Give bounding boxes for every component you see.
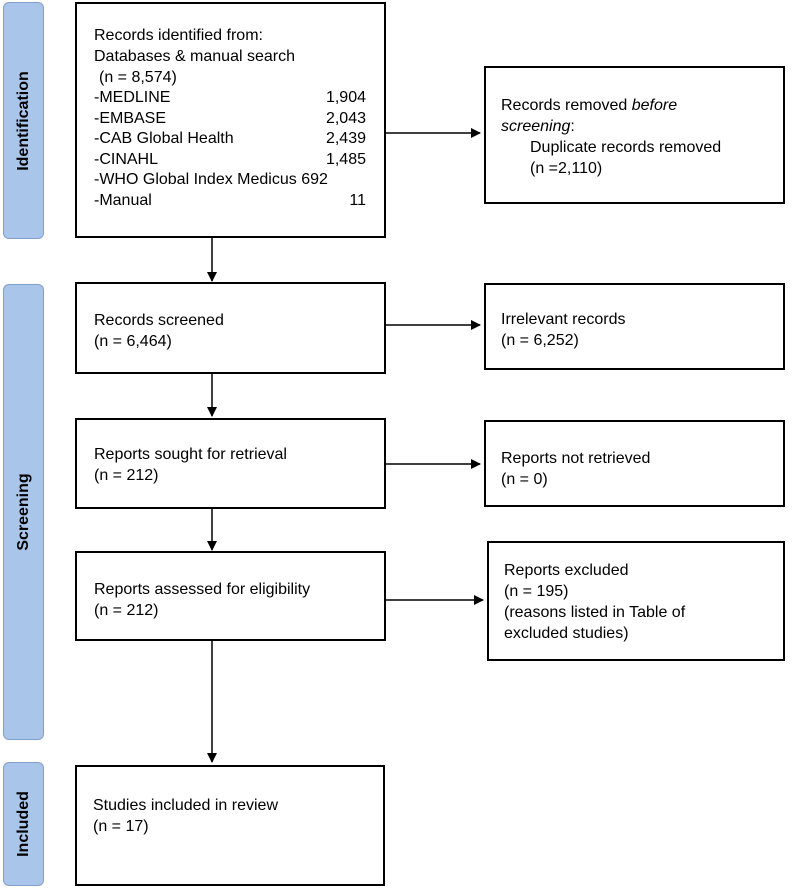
excluded-count: (n = 195) [504, 583, 569, 600]
source-count: 1,485 [325, 150, 366, 168]
source-name: -MEDLINE [94, 89, 171, 106]
records-identified-box: Records identified from: Databases & man… [75, 2, 386, 238]
removed-count: (n =2,110) [530, 160, 603, 177]
screened-count: (n = 6,464) [94, 333, 172, 350]
source-row: -Manual 11 [94, 191, 366, 212]
irrelevant-count: (n = 6,252) [501, 332, 579, 349]
removed-duplicates-label: Duplicate records removed [530, 139, 722, 156]
identified-heading: Records identified from: [94, 27, 263, 44]
reports-excluded-box: Reports excluded (n = 195) (reasons list… [487, 541, 785, 661]
identified-total: (n = 8,574) [99, 69, 177, 86]
included-label: Studies included in review [93, 797, 278, 814]
source-name: -WHO Global Index Medicus 692 [94, 171, 328, 189]
phase-bar-included: Included [3, 762, 44, 886]
source-row: -EMBASE 2,043 [94, 109, 366, 130]
source-count: 1,904 [325, 89, 366, 106]
assessed-count: (n = 212) [94, 602, 159, 619]
reports-sought-box: Reports sought for retrieval (n = 212) [75, 418, 386, 509]
records-removed-box: Records removed before screening: Duplic… [484, 66, 785, 204]
source-row: -WHO Global Index Medicus 692 [94, 170, 366, 191]
source-name: -CINAHL [94, 150, 159, 168]
not-retrieved-count: (n = 0) [501, 471, 548, 488]
sought-count: (n = 212) [94, 467, 159, 484]
irrelevant-label: Irrelevant records [501, 311, 626, 328]
source-row: -MEDLINE 1,904 [94, 88, 366, 109]
source-name: -CAB Global Health [94, 130, 234, 148]
excluded-reasons: (reasons listed in Table of [504, 604, 686, 621]
assessed-label: Reports assessed for eligibility [94, 581, 311, 598]
source-count: 692 [301, 171, 328, 189]
identified-subheading: Databases & manual search [94, 48, 295, 65]
reports-assessed-box: Reports assessed for eligibility (n = 21… [75, 551, 386, 641]
source-name: -EMBASE [94, 109, 167, 127]
source-row: -CAB Global Health 2,439 [94, 129, 366, 150]
source-name: -Manual [94, 191, 152, 209]
irrelevant-records-box: Irrelevant records (n = 6,252) [484, 283, 785, 370]
sought-label: Reports sought for retrieval [94, 446, 287, 463]
excluded-label: Reports excluded [504, 562, 629, 579]
studies-included-box: Studies included in review (n = 17) [75, 765, 385, 886]
records-screened-box: Records screened (n = 6,464) [75, 282, 386, 374]
source-row: -CINAHL 1,485 [94, 150, 366, 171]
reports-not-retrieved-box: Reports not retrieved (n = 0) [484, 420, 785, 507]
source-list: -MEDLINE 1,904 -EMBASE 2,043 -CAB Global… [94, 88, 366, 212]
source-count: 11 [349, 191, 366, 209]
screened-label: Records screened [94, 312, 224, 329]
excluded-reasons-cont: excluded studies) [504, 625, 629, 642]
removed-title-cont: screening: [501, 118, 575, 135]
phase-bar-identification: Identification [3, 2, 44, 239]
phase-bar-screening: Screening [3, 284, 44, 740]
source-count: 2,043 [325, 109, 366, 127]
source-count: 2,439 [325, 130, 366, 148]
not-retrieved-label: Reports not retrieved [501, 450, 651, 467]
removed-title: Records removed before [501, 97, 678, 114]
included-count: (n = 17) [93, 818, 149, 835]
